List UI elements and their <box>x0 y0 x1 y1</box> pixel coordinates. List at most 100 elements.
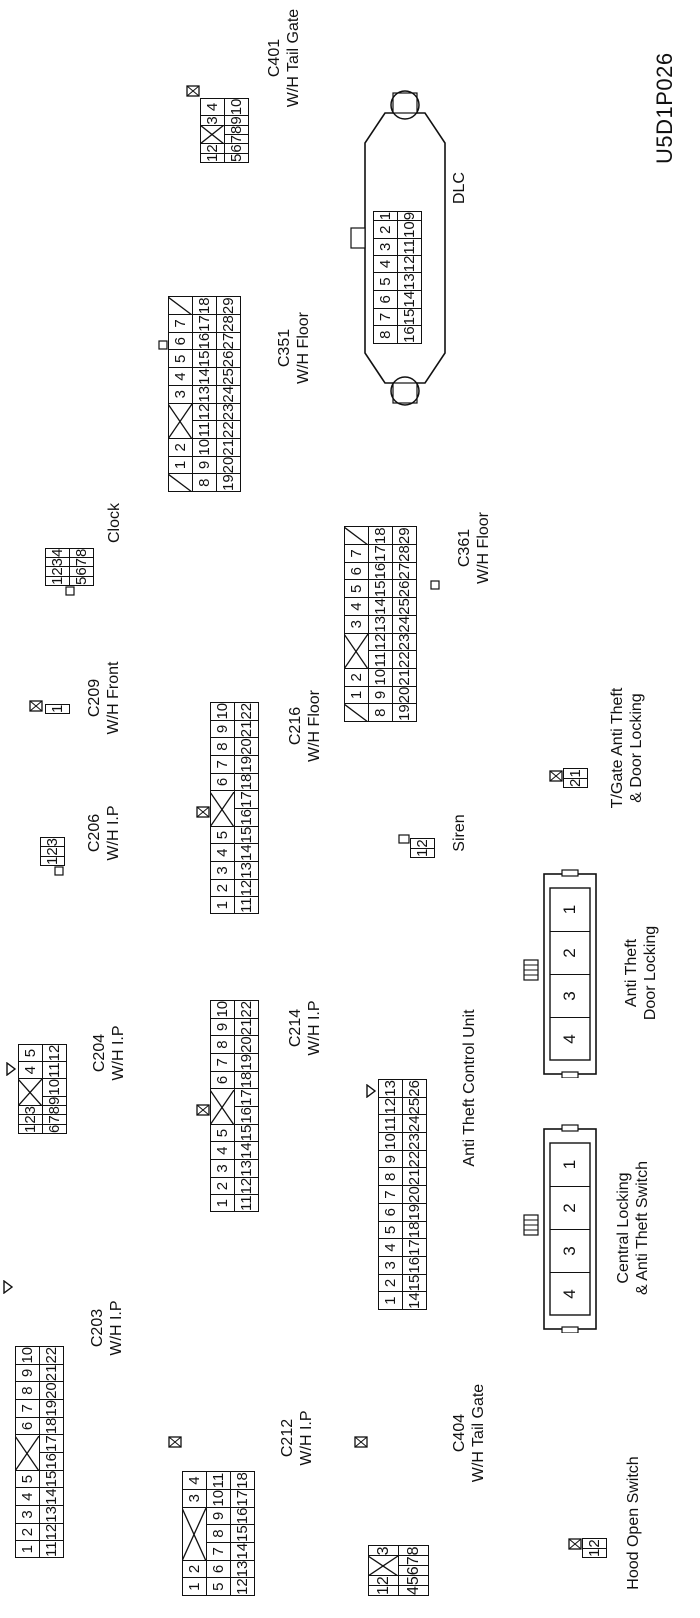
connector-label-c206: C206 W/H I.P <box>85 783 123 883</box>
pin-4: 4 <box>168 367 193 386</box>
pin-22: 22 <box>234 1000 259 1019</box>
pin-1: 1 <box>168 456 193 474</box>
pin-14: 14 <box>39 1487 64 1506</box>
pin-3: 3 <box>168 385 193 404</box>
connector-id: C204 <box>91 1033 108 1073</box>
connector-id: C209 <box>86 678 103 718</box>
component-name: Anti Theft Control Unit <box>461 1009 478 1167</box>
pin-20: 20 <box>392 686 417 704</box>
pin-4: 4 <box>378 1238 403 1257</box>
pin-5: 5 <box>224 153 249 163</box>
pin-4: 4 <box>182 1471 207 1490</box>
pin-2: 2 <box>373 220 398 239</box>
pin-row: 1 <box>45 704 70 714</box>
pin-17: 17 <box>368 544 393 563</box>
pin-19: 19 <box>234 1053 259 1072</box>
pin-7: 7 <box>69 557 94 567</box>
pin-26: 26 <box>392 580 417 598</box>
connector-name: W/H I.P <box>298 1410 315 1466</box>
pin-23: 23 <box>216 403 241 421</box>
pin-4: 4 <box>210 1141 235 1160</box>
connector-label-c204: C204 W/H I.P <box>90 993 128 1113</box>
pin-4: 4 <box>550 1272 590 1315</box>
housing-outline <box>543 869 597 1078</box>
pin-29: 29 <box>392 526 417 545</box>
component-name: DLC <box>451 172 468 205</box>
empty-cavity <box>200 125 225 144</box>
pin-7: 7 <box>42 1114 67 1125</box>
pin-22: 22 <box>402 1150 427 1168</box>
pin-7: 7 <box>15 1399 40 1418</box>
lock-tab-icon <box>186 85 200 97</box>
pin-10: 10 <box>224 98 249 116</box>
pin-10: 10 <box>42 1078 67 1097</box>
pin-24: 24 <box>402 1114 427 1133</box>
pin-2: 2 <box>563 778 588 788</box>
pin-17: 17 <box>230 1489 255 1508</box>
pin-15: 15 <box>230 1524 255 1543</box>
pin-1: 1 <box>15 1540 40 1558</box>
pin-16: 16 <box>402 1256 427 1275</box>
pin-14: 14 <box>234 1141 259 1160</box>
pin-21: 21 <box>402 1168 427 1186</box>
pin-4: 4 <box>344 597 369 616</box>
empty-cavity <box>210 790 235 827</box>
connector-id: C351 <box>276 328 293 368</box>
pin-5: 5 <box>378 1221 403 1239</box>
empty-cavity <box>15 1434 40 1471</box>
pin-23: 23 <box>402 1132 427 1151</box>
lock-tab-icon <box>168 1436 182 1448</box>
pin-9: 9 <box>210 720 235 738</box>
connector-name: W/H Floor <box>306 690 323 762</box>
connector-label-central: Central Locking & Anti Theft Switch <box>614 1128 652 1328</box>
pin-3: 3 <box>550 1229 590 1272</box>
pin-8: 8 <box>15 1381 40 1400</box>
pin-3: 3 <box>18 1105 43 1115</box>
pin-4: 4 <box>200 98 225 116</box>
connector-label-c209: C209 W/H Front <box>85 648 123 748</box>
pin-3: 3 <box>40 837 65 847</box>
pin-18: 18 <box>368 526 393 545</box>
pin-14: 14 <box>230 1542 255 1561</box>
pin-1: 1 <box>373 211 398 221</box>
pin-5: 5 <box>344 580 369 598</box>
pin-14: 14 <box>402 1291 427 1310</box>
pin-28: 28 <box>392 544 417 563</box>
pin-8: 8 <box>398 1545 429 1556</box>
empty-cavity <box>344 633 369 669</box>
pin-25: 25 <box>216 367 241 386</box>
connector-label-clock: Clock <box>105 483 124 563</box>
component-name: Hood Open Switch <box>625 1456 642 1590</box>
pin-7: 7 <box>373 308 398 326</box>
empty-cavity <box>210 1088 235 1125</box>
pin-16: 16 <box>368 562 393 580</box>
pin-2: 2 <box>45 566 70 577</box>
pin-11: 11 <box>42 1061 67 1079</box>
pin-12: 12 <box>378 1097 403 1115</box>
pin-8: 8 <box>192 473 217 492</box>
pin-6: 6 <box>15 1417 40 1435</box>
pin-4: 4 <box>15 1487 40 1506</box>
pin-1: 1 <box>410 848 435 858</box>
empty-cavity <box>18 1078 43 1106</box>
connector-label-tgate: T/Gate Anti Theft & Door Locking <box>608 648 646 848</box>
pin-4: 4 <box>398 1585 429 1596</box>
lock-tab-icon <box>196 1104 210 1116</box>
connector-id: C216 <box>287 706 304 746</box>
pin-13: 13 <box>230 1560 255 1578</box>
key-triangle-icon <box>6 1062 16 1076</box>
pin-9: 9 <box>378 1150 403 1168</box>
connector-name: W/H I.P <box>105 805 122 861</box>
pin-10: 10 <box>397 220 422 239</box>
lock-tab-icon <box>196 806 210 818</box>
pin-5: 5 <box>210 826 235 844</box>
mount-hole-icon <box>390 376 420 406</box>
